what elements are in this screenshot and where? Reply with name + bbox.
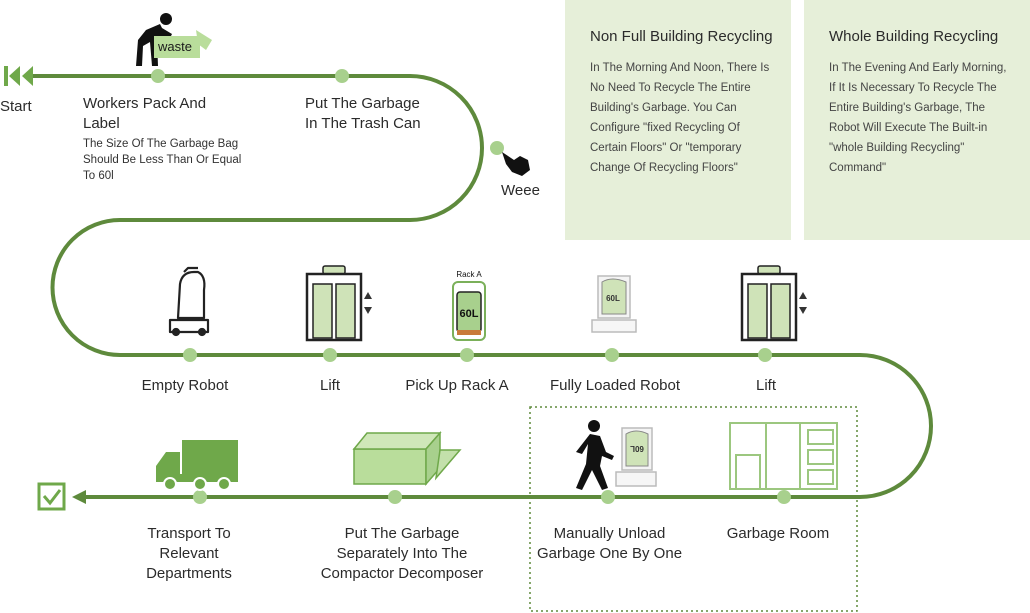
node-pick-rack xyxy=(460,348,474,362)
pack-note: The Size Of The Garbage Bag Should Be Le… xyxy=(83,138,242,182)
flow-path xyxy=(30,74,933,499)
compactor-icon xyxy=(352,431,462,486)
manual-zone-frame xyxy=(529,406,858,612)
transport-label: Transport To Relevant Departments xyxy=(146,525,232,582)
unload-capacity-label: 60L xyxy=(630,444,644,453)
empty-robot-label: Empty Robot xyxy=(141,377,229,394)
elevator-icon xyxy=(305,265,372,342)
node-weee xyxy=(490,141,504,155)
info-box-title: Non Full Building Recycling xyxy=(590,28,773,45)
node-compactor xyxy=(388,490,402,504)
flow-arrowhead xyxy=(72,490,86,504)
loaded-robot-icon: 60L xyxy=(591,275,637,333)
unload-robot-icon: 60L xyxy=(615,427,657,487)
walking-person-icon xyxy=(576,420,614,490)
node-lift-1 xyxy=(323,348,337,362)
node-trash-can xyxy=(335,69,349,83)
weee-label: Weee xyxy=(501,182,540,199)
truck-icon xyxy=(156,440,238,491)
node-fully-loaded xyxy=(605,348,619,362)
compactor-label: Put The Garbage Separately Into The Comp… xyxy=(320,525,484,582)
rewind-icon xyxy=(4,66,33,86)
unload-label: Manually Unload Garbage One By One xyxy=(536,525,683,562)
fully-loaded-label: Fully Loaded Robot xyxy=(549,377,681,394)
garbage-room-icon xyxy=(729,422,838,490)
loaded-capacity-label: 60L xyxy=(606,294,620,303)
info-box-title: Whole Building Recycling xyxy=(829,28,999,45)
rack-icon: 60L Rack A xyxy=(452,270,486,341)
info-box-whole: Whole Building Recycling In The Evening … xyxy=(804,0,1030,240)
info-box-non-full: Non Full Building Recycling In The Morni… xyxy=(565,0,791,240)
waste-bag-icon: waste xyxy=(154,30,212,58)
elevator-icon xyxy=(740,265,807,342)
start-label: Start xyxy=(0,98,32,115)
pack-title: Workers Pack And Label xyxy=(83,95,207,132)
rack-tag-label: Rack A xyxy=(456,270,482,279)
pick-rack-label: Pick Up Rack A xyxy=(405,377,509,394)
node-lift-2 xyxy=(758,348,772,362)
rack-capacity-label: 60L xyxy=(460,308,479,320)
node-unload xyxy=(601,490,615,504)
lift-1-label: Lift xyxy=(319,377,340,394)
node-pack xyxy=(151,69,165,83)
checkbox-icon xyxy=(37,482,66,511)
lift-2-label: Lift xyxy=(755,377,776,394)
info-box-body: In The Morning And Noon, There Is No Nee… xyxy=(590,62,770,174)
waste-tag: waste xyxy=(157,39,192,54)
node-empty-robot xyxy=(183,348,197,362)
info-box-body: In The Evening And Early Morning, If It … xyxy=(829,62,1007,174)
garbage-room-label: Garbage Room xyxy=(726,525,830,542)
trash-can-label: Put The Garbage In The Trash Can xyxy=(305,95,421,132)
node-transport xyxy=(193,490,207,504)
pointing-hand-icon xyxy=(502,152,530,176)
node-garbage-room xyxy=(777,490,791,504)
robot-icon xyxy=(168,266,210,337)
